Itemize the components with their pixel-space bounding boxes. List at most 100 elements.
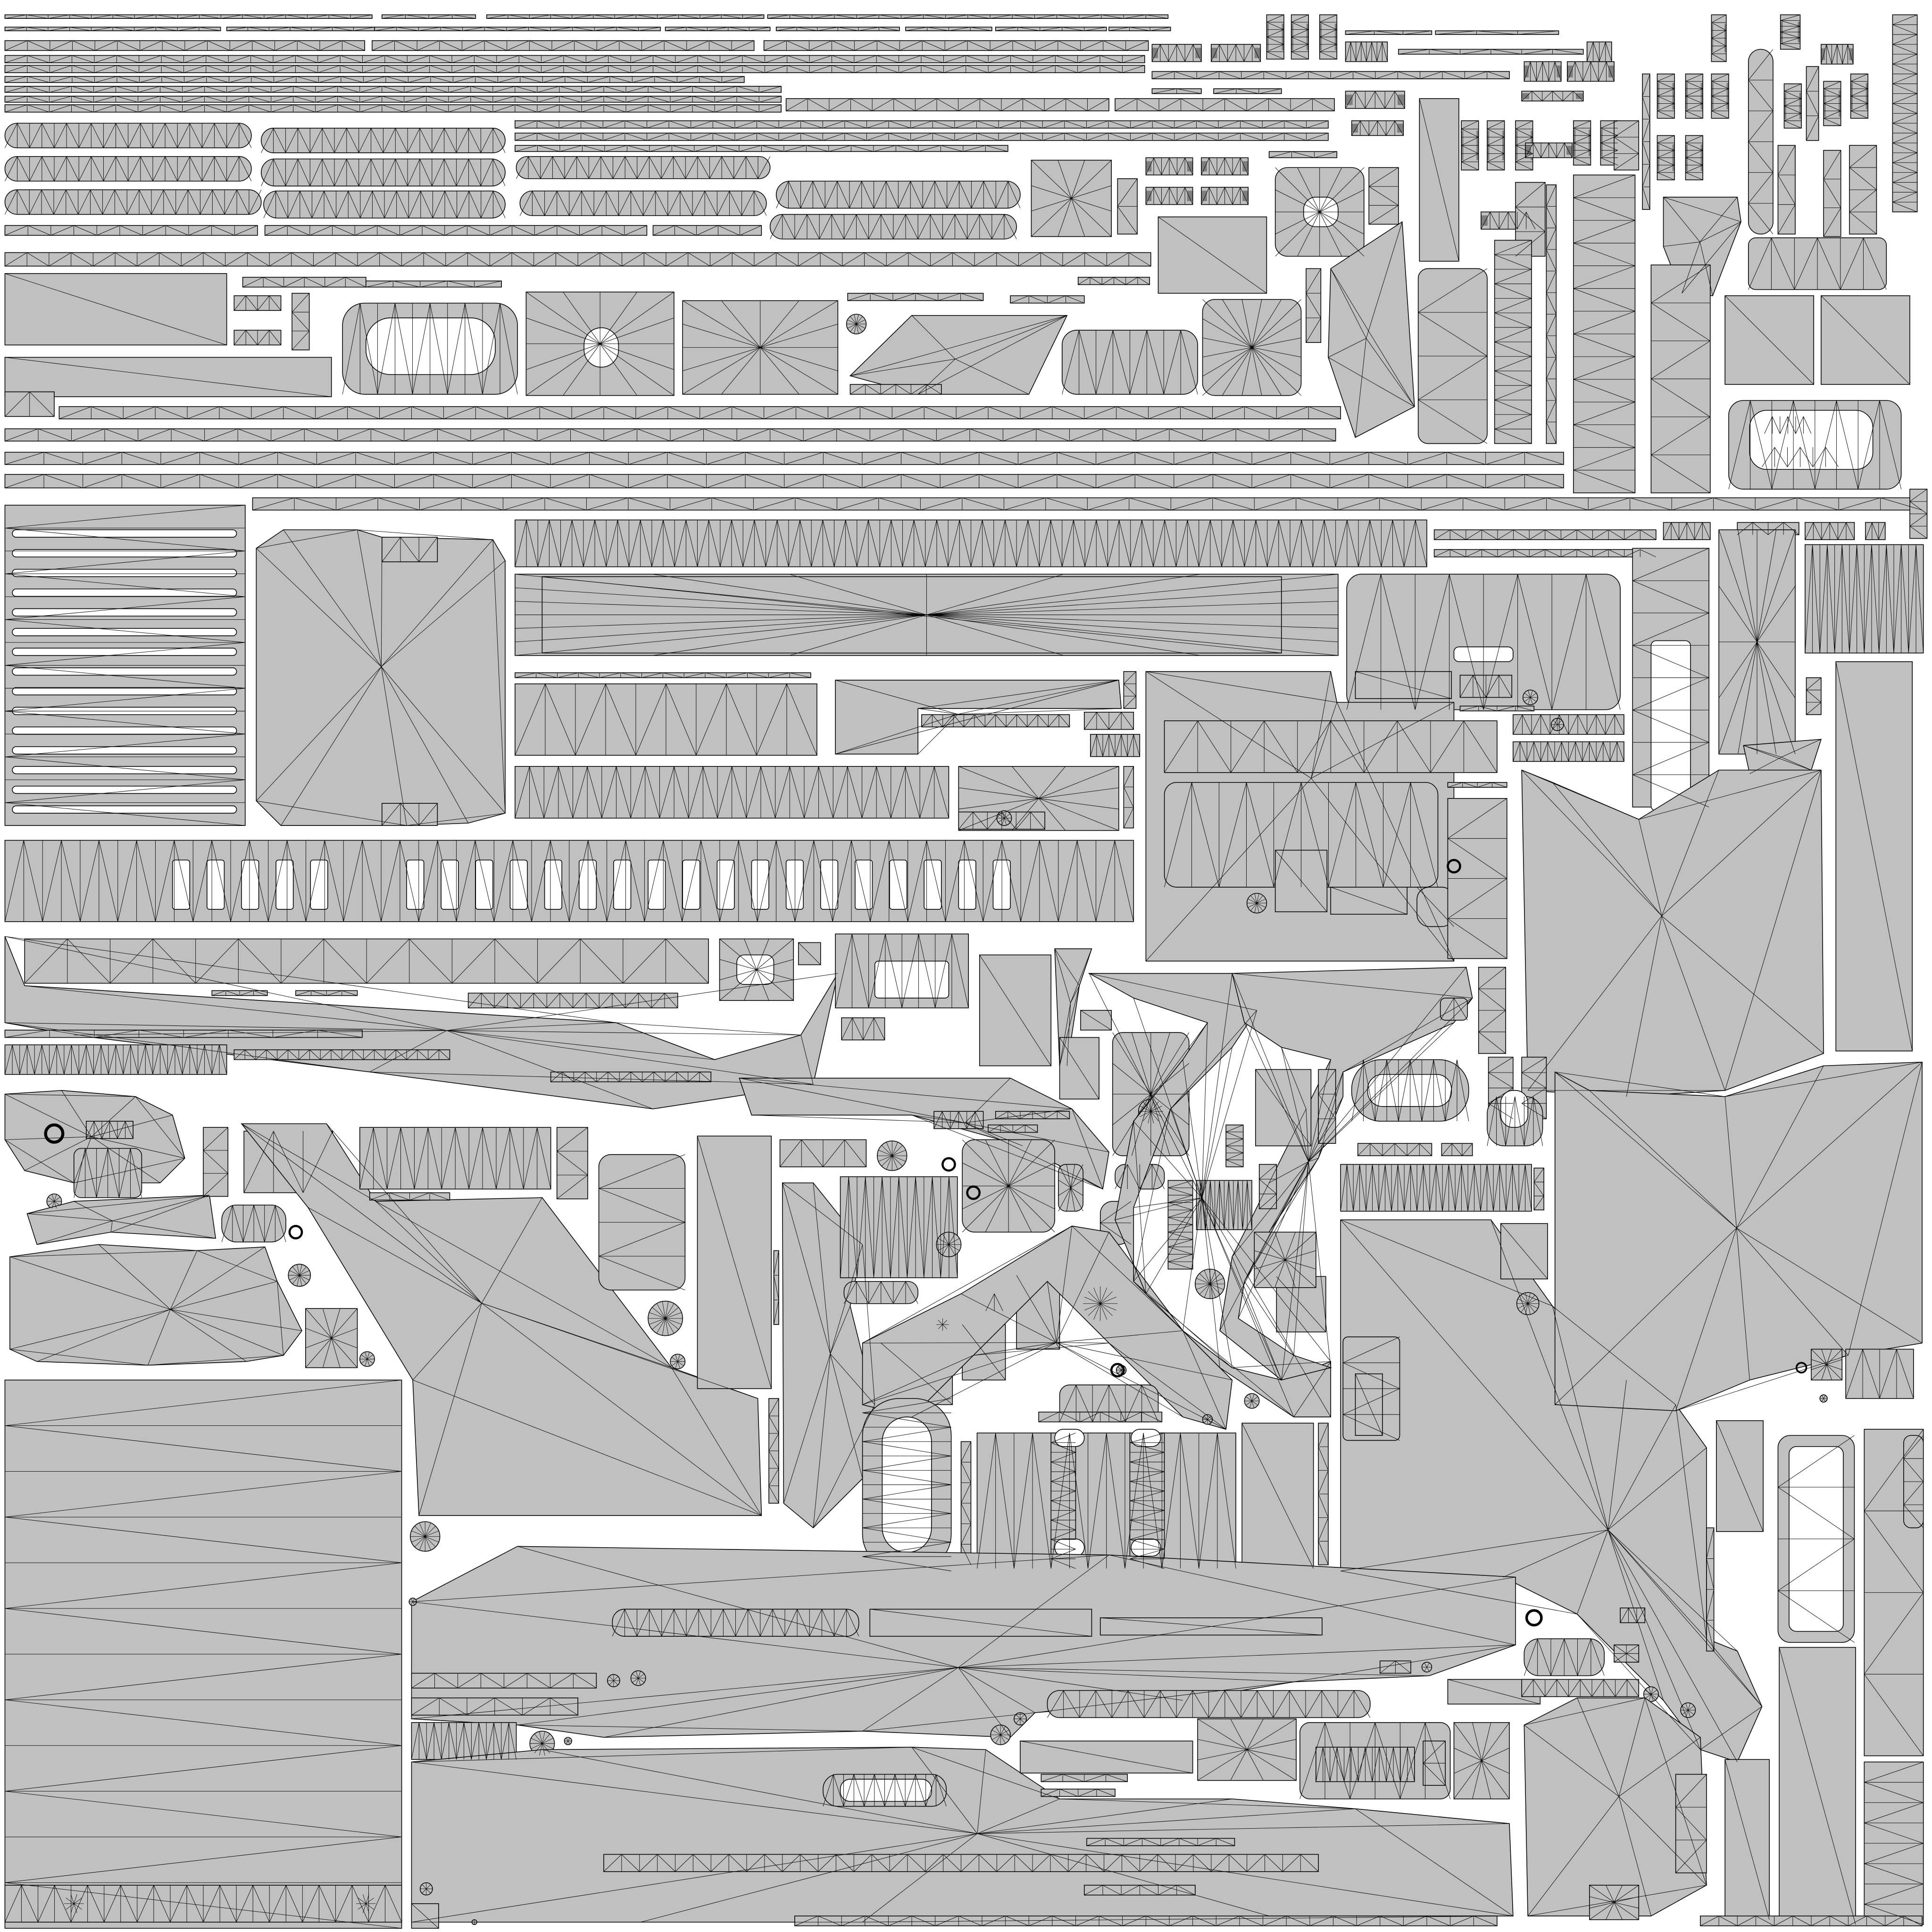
uv-edge xyxy=(161,76,184,83)
uv-edge xyxy=(856,214,869,239)
uv-edge xyxy=(1018,252,1041,266)
uv-edge xyxy=(72,55,95,63)
uv-edge xyxy=(765,55,787,63)
uv-edge xyxy=(543,766,559,818)
uv-edge xyxy=(542,576,1282,653)
uv-edge xyxy=(830,1354,863,1479)
uv-edge xyxy=(361,1358,367,1364)
uv-edge xyxy=(760,347,838,395)
uv-edge xyxy=(537,1127,551,1189)
uv-edge xyxy=(112,27,134,31)
uv-edge xyxy=(1122,55,1145,63)
uv-edge xyxy=(1416,887,1454,927)
uv-edge xyxy=(1596,741,1604,762)
uv-edge xyxy=(1748,237,1772,290)
uv-edge xyxy=(1030,812,1045,830)
uv-edge xyxy=(1651,416,1711,455)
uv-edge xyxy=(426,104,449,113)
uv-edge xyxy=(504,428,538,441)
uv-edge xyxy=(289,1275,300,1281)
uv-edge xyxy=(1632,613,1709,646)
uv-edge xyxy=(1175,520,1188,567)
uv-edge xyxy=(1004,214,1017,239)
uv-edge xyxy=(889,840,908,922)
uv-edge xyxy=(1058,40,1081,51)
uv-edge xyxy=(967,40,991,51)
uv-edge xyxy=(1513,741,1520,762)
uv-edge xyxy=(625,120,647,129)
uv-edge xyxy=(1784,113,1802,121)
uv-edge xyxy=(226,123,240,148)
uv-edge xyxy=(519,191,533,216)
uv-edge xyxy=(372,191,385,218)
uv-edge xyxy=(863,1017,874,1040)
uv-edge xyxy=(1682,221,1741,294)
uv-edge xyxy=(138,1045,146,1074)
uv-edge xyxy=(1573,311,1635,334)
uv-edge xyxy=(739,1078,965,1123)
uv-edge xyxy=(355,474,395,488)
uv-edge xyxy=(256,548,382,667)
uv-edge xyxy=(1174,133,1197,141)
uv-edge xyxy=(5,156,17,182)
uv-edge xyxy=(299,1270,310,1276)
uv-edge xyxy=(631,191,644,216)
uv-edge xyxy=(1368,120,1378,136)
uv-edge xyxy=(1251,452,1291,465)
uv-edge xyxy=(998,120,1021,129)
uv-edge xyxy=(1394,91,1405,109)
uv-edge xyxy=(1892,64,1917,75)
uv-edge xyxy=(837,497,879,510)
uv-edge xyxy=(110,1221,113,1232)
uv-edge xyxy=(1892,152,1917,163)
uv-edge xyxy=(439,40,462,51)
uv-edge xyxy=(1135,452,1174,465)
uv-edge xyxy=(494,939,538,983)
uv-edge xyxy=(850,384,866,395)
uv-edge xyxy=(277,452,317,465)
uv-edge xyxy=(291,331,310,350)
uv-edge xyxy=(822,520,834,567)
uv-edge xyxy=(1330,720,1365,773)
uv-edge xyxy=(5,104,27,113)
uv-edge xyxy=(1823,81,1841,89)
uv-edge xyxy=(616,1022,801,1035)
uv-edge xyxy=(54,156,67,182)
uv-edge xyxy=(985,1293,995,1311)
uv-edge xyxy=(1039,787,1119,799)
uv-edge xyxy=(1040,27,1062,31)
uv-edge xyxy=(266,1049,278,1060)
uv-edge xyxy=(1115,98,1137,111)
uv-edge xyxy=(170,1247,265,1310)
uv-edge xyxy=(1823,110,1841,119)
uv-edge xyxy=(71,86,94,93)
uv-edge xyxy=(161,65,184,73)
uv-edge xyxy=(1812,544,1820,653)
uv-edge xyxy=(1465,71,1487,79)
uv-edge xyxy=(1384,91,1395,109)
uv-island-cap xyxy=(1525,146,1531,155)
uv-edge xyxy=(1513,714,1523,735)
uv-edge xyxy=(1096,734,1103,757)
uv-edge xyxy=(94,1030,139,1038)
uv-edge xyxy=(599,672,621,678)
uv-edge xyxy=(269,27,291,31)
uv-edge xyxy=(876,65,899,73)
uv-edge xyxy=(1549,61,1556,82)
uv-edge xyxy=(1114,840,1134,922)
uv-edge xyxy=(404,104,426,113)
uv-edge xyxy=(800,133,823,141)
uv-edge xyxy=(818,766,833,818)
uv-edge xyxy=(529,766,544,818)
uv-edge xyxy=(1573,470,1635,493)
uv-edge xyxy=(720,55,743,63)
uv-edge xyxy=(1330,474,1369,488)
uv-edge xyxy=(1096,520,1108,567)
uv-edge xyxy=(1478,706,1497,711)
uv-edge xyxy=(1699,221,1741,242)
uv-edge xyxy=(666,252,688,266)
uv-edge xyxy=(1201,187,1209,205)
uv-edge xyxy=(760,347,838,371)
uv-edge xyxy=(974,1111,983,1129)
uv-edge xyxy=(1397,720,1431,773)
